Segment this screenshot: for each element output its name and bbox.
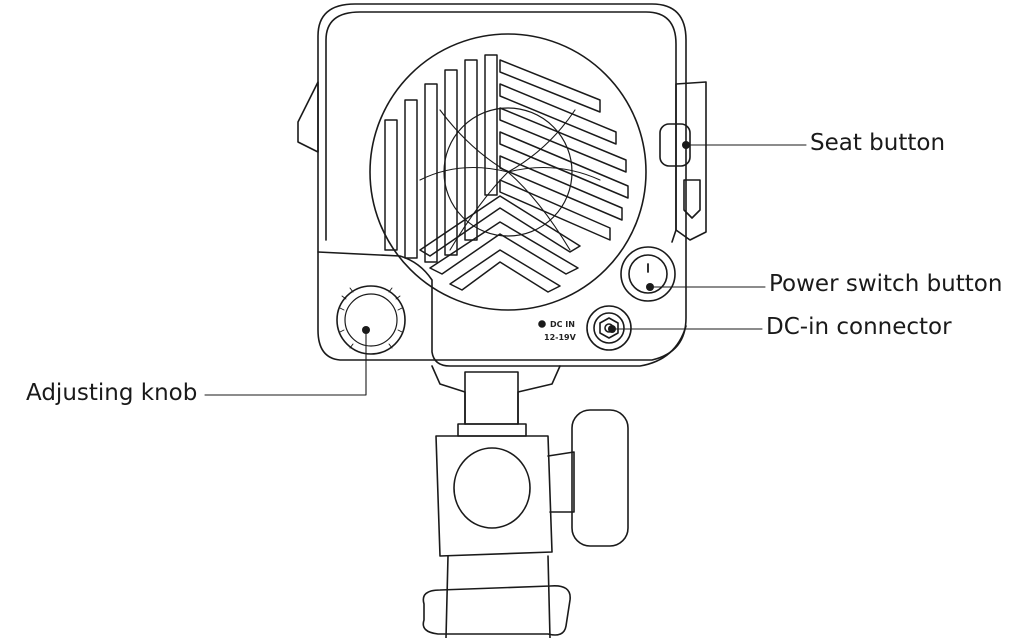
bottom-handle [422, 584, 571, 636]
dc-in-marking-2: 12-19V [544, 333, 577, 342]
callout-seat-button: Seat button [810, 130, 946, 156]
grill-diagonal-slats [499, 59, 629, 241]
callout-leaders [204, 144, 807, 396]
seat-latch [683, 179, 701, 219]
mount-cap [457, 423, 527, 437]
callout-dots [362, 141, 690, 334]
housing-outline [317, 3, 687, 361]
adjusting-knob-outer [336, 285, 406, 355]
fan-hub-ring [443, 107, 573, 237]
mount-block [435, 435, 553, 557]
dc-in-dot-icon [538, 320, 546, 328]
knob-grip-ridges [339, 287, 403, 349]
left-side-tab [297, 81, 319, 153]
callout-dc-in: DC-in connector [766, 314, 952, 340]
dc-in-marking-1: DC IN [550, 320, 575, 329]
dc-connector-outer [586, 305, 632, 351]
yoke-stem [464, 371, 519, 425]
grill-lower-slats [419, 195, 581, 293]
bottom-shaft [445, 555, 551, 638]
callout-adjusting-knob: Adjusting knob [26, 380, 198, 406]
housing-inner-outline [325, 11, 677, 243]
clamp-knob [571, 409, 629, 547]
power-button-inner [628, 254, 668, 294]
yoke-neck [431, 365, 561, 425]
seat-panel [675, 81, 707, 241]
lower-panel [317, 251, 687, 367]
mount-hole [453, 447, 531, 529]
power-button-outer [620, 246, 676, 302]
dc-connector-hex [599, 317, 619, 339]
callout-power-switch: Power switch button [769, 271, 1003, 297]
adjusting-knob-inner [344, 293, 398, 347]
fan-housing-circle [369, 33, 647, 311]
clamp-stem [547, 451, 575, 513]
grill-vertical-slats [384, 54, 498, 263]
dc-connector-mid [593, 312, 625, 344]
fan-blades [419, 109, 601, 251]
leader-knob [204, 329, 367, 396]
